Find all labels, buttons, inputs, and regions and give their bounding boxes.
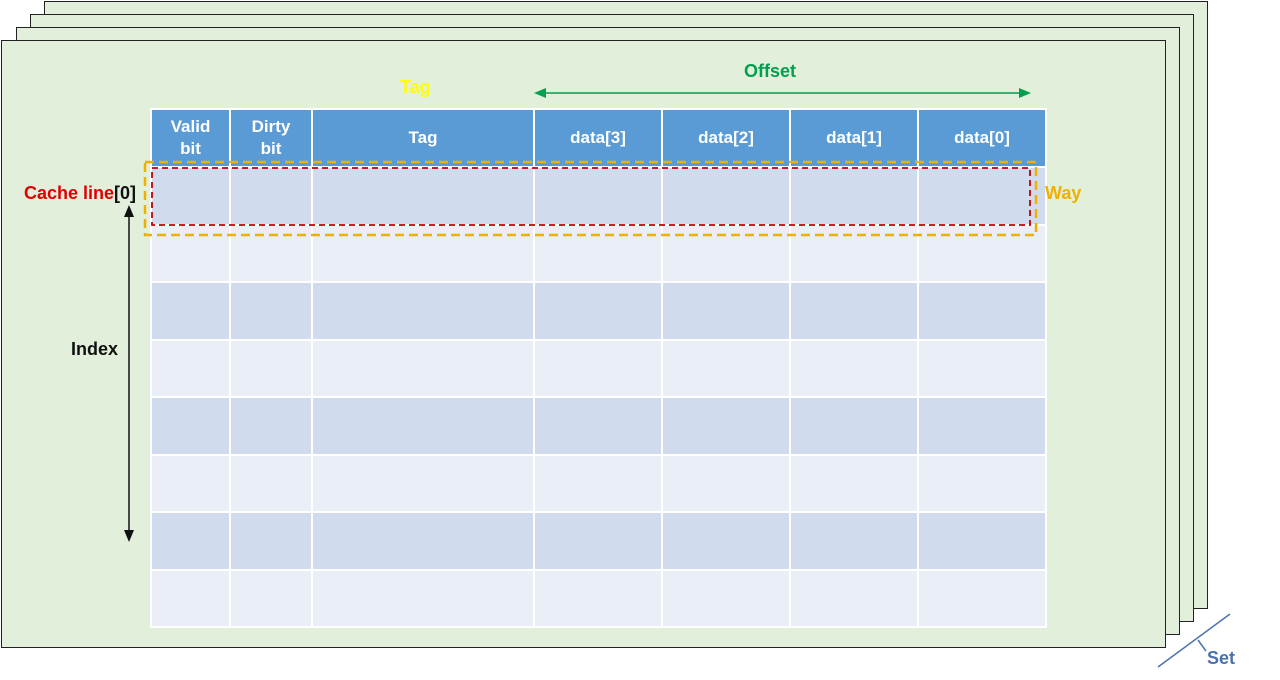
table-cell bbox=[791, 168, 917, 224]
cache-line-outline bbox=[151, 167, 1031, 226]
table-cell bbox=[231, 340, 311, 396]
table-cell bbox=[919, 455, 1045, 511]
header-data-0: data[0] bbox=[919, 110, 1045, 166]
table-cell bbox=[791, 398, 917, 454]
table-cell bbox=[663, 283, 789, 339]
table-cell bbox=[663, 513, 789, 569]
header-data-3: data[3] bbox=[535, 110, 661, 166]
cache-line-index: [0] bbox=[114, 183, 137, 203]
cache-line-word: Cache line bbox=[24, 183, 115, 203]
table-cell bbox=[919, 340, 1045, 396]
index-arrow bbox=[124, 205, 134, 542]
set-label: Set bbox=[1207, 648, 1236, 668]
set-bracket bbox=[1157, 613, 1231, 668]
table-cell bbox=[791, 513, 917, 569]
table-cell bbox=[231, 513, 311, 569]
table-cell bbox=[231, 455, 311, 511]
table-cell bbox=[152, 513, 229, 569]
table-cell bbox=[535, 340, 661, 396]
header-tag: Tag bbox=[313, 110, 533, 166]
header-data-1: data[1] bbox=[791, 110, 917, 166]
table-cell bbox=[152, 398, 229, 454]
table-cell bbox=[663, 570, 789, 626]
header-data-2: data[2] bbox=[663, 110, 789, 166]
table-cell bbox=[919, 283, 1045, 339]
table-cell bbox=[535, 455, 661, 511]
table-cell bbox=[152, 340, 229, 396]
table-cell bbox=[919, 398, 1045, 454]
table-cell bbox=[152, 455, 229, 511]
way-outline bbox=[143, 160, 1038, 237]
table-cell bbox=[152, 283, 229, 339]
table-cell bbox=[231, 168, 311, 224]
table-cell bbox=[231, 398, 311, 454]
table-cell bbox=[313, 455, 533, 511]
table-cell bbox=[535, 168, 661, 224]
table-cell bbox=[663, 398, 789, 454]
table-cell bbox=[313, 283, 533, 339]
way-label: Way bbox=[1045, 183, 1082, 203]
table-cell bbox=[791, 455, 917, 511]
table-cell bbox=[231, 283, 311, 339]
table-cell bbox=[535, 283, 661, 339]
table-cell bbox=[231, 570, 311, 626]
table-cell bbox=[919, 225, 1045, 281]
header-valid-bit: Valid bit bbox=[152, 110, 229, 166]
header-dirty-bit: Dirty bit bbox=[231, 110, 311, 166]
offset-arrow bbox=[534, 88, 1031, 98]
table-cell bbox=[313, 570, 533, 626]
table-cell bbox=[313, 168, 533, 224]
table-cell bbox=[535, 398, 661, 454]
table-cell bbox=[313, 398, 533, 454]
table-cell bbox=[152, 168, 229, 224]
index-label: Index bbox=[71, 339, 119, 359]
cache-line-label: Cache line[0] bbox=[24, 183, 136, 204]
table-cell bbox=[663, 340, 789, 396]
table-cell bbox=[313, 340, 533, 396]
offset-label: Offset bbox=[744, 61, 797, 81]
table-cell bbox=[791, 570, 917, 626]
tag-label: Tag bbox=[400, 77, 431, 97]
table-cell bbox=[919, 570, 1045, 626]
table-cell bbox=[535, 513, 661, 569]
table-cell bbox=[152, 570, 229, 626]
table-cell bbox=[919, 513, 1045, 569]
table-cell bbox=[791, 225, 917, 281]
table-cell bbox=[791, 283, 917, 339]
table-cell bbox=[919, 168, 1045, 224]
table-cell bbox=[313, 513, 533, 569]
table-cell bbox=[535, 570, 661, 626]
table-cell bbox=[663, 168, 789, 224]
table-cell bbox=[791, 340, 917, 396]
table-cell bbox=[663, 455, 789, 511]
cache-table: Valid bit Dirty bit Tag data[3] data[2] … bbox=[150, 108, 1047, 628]
